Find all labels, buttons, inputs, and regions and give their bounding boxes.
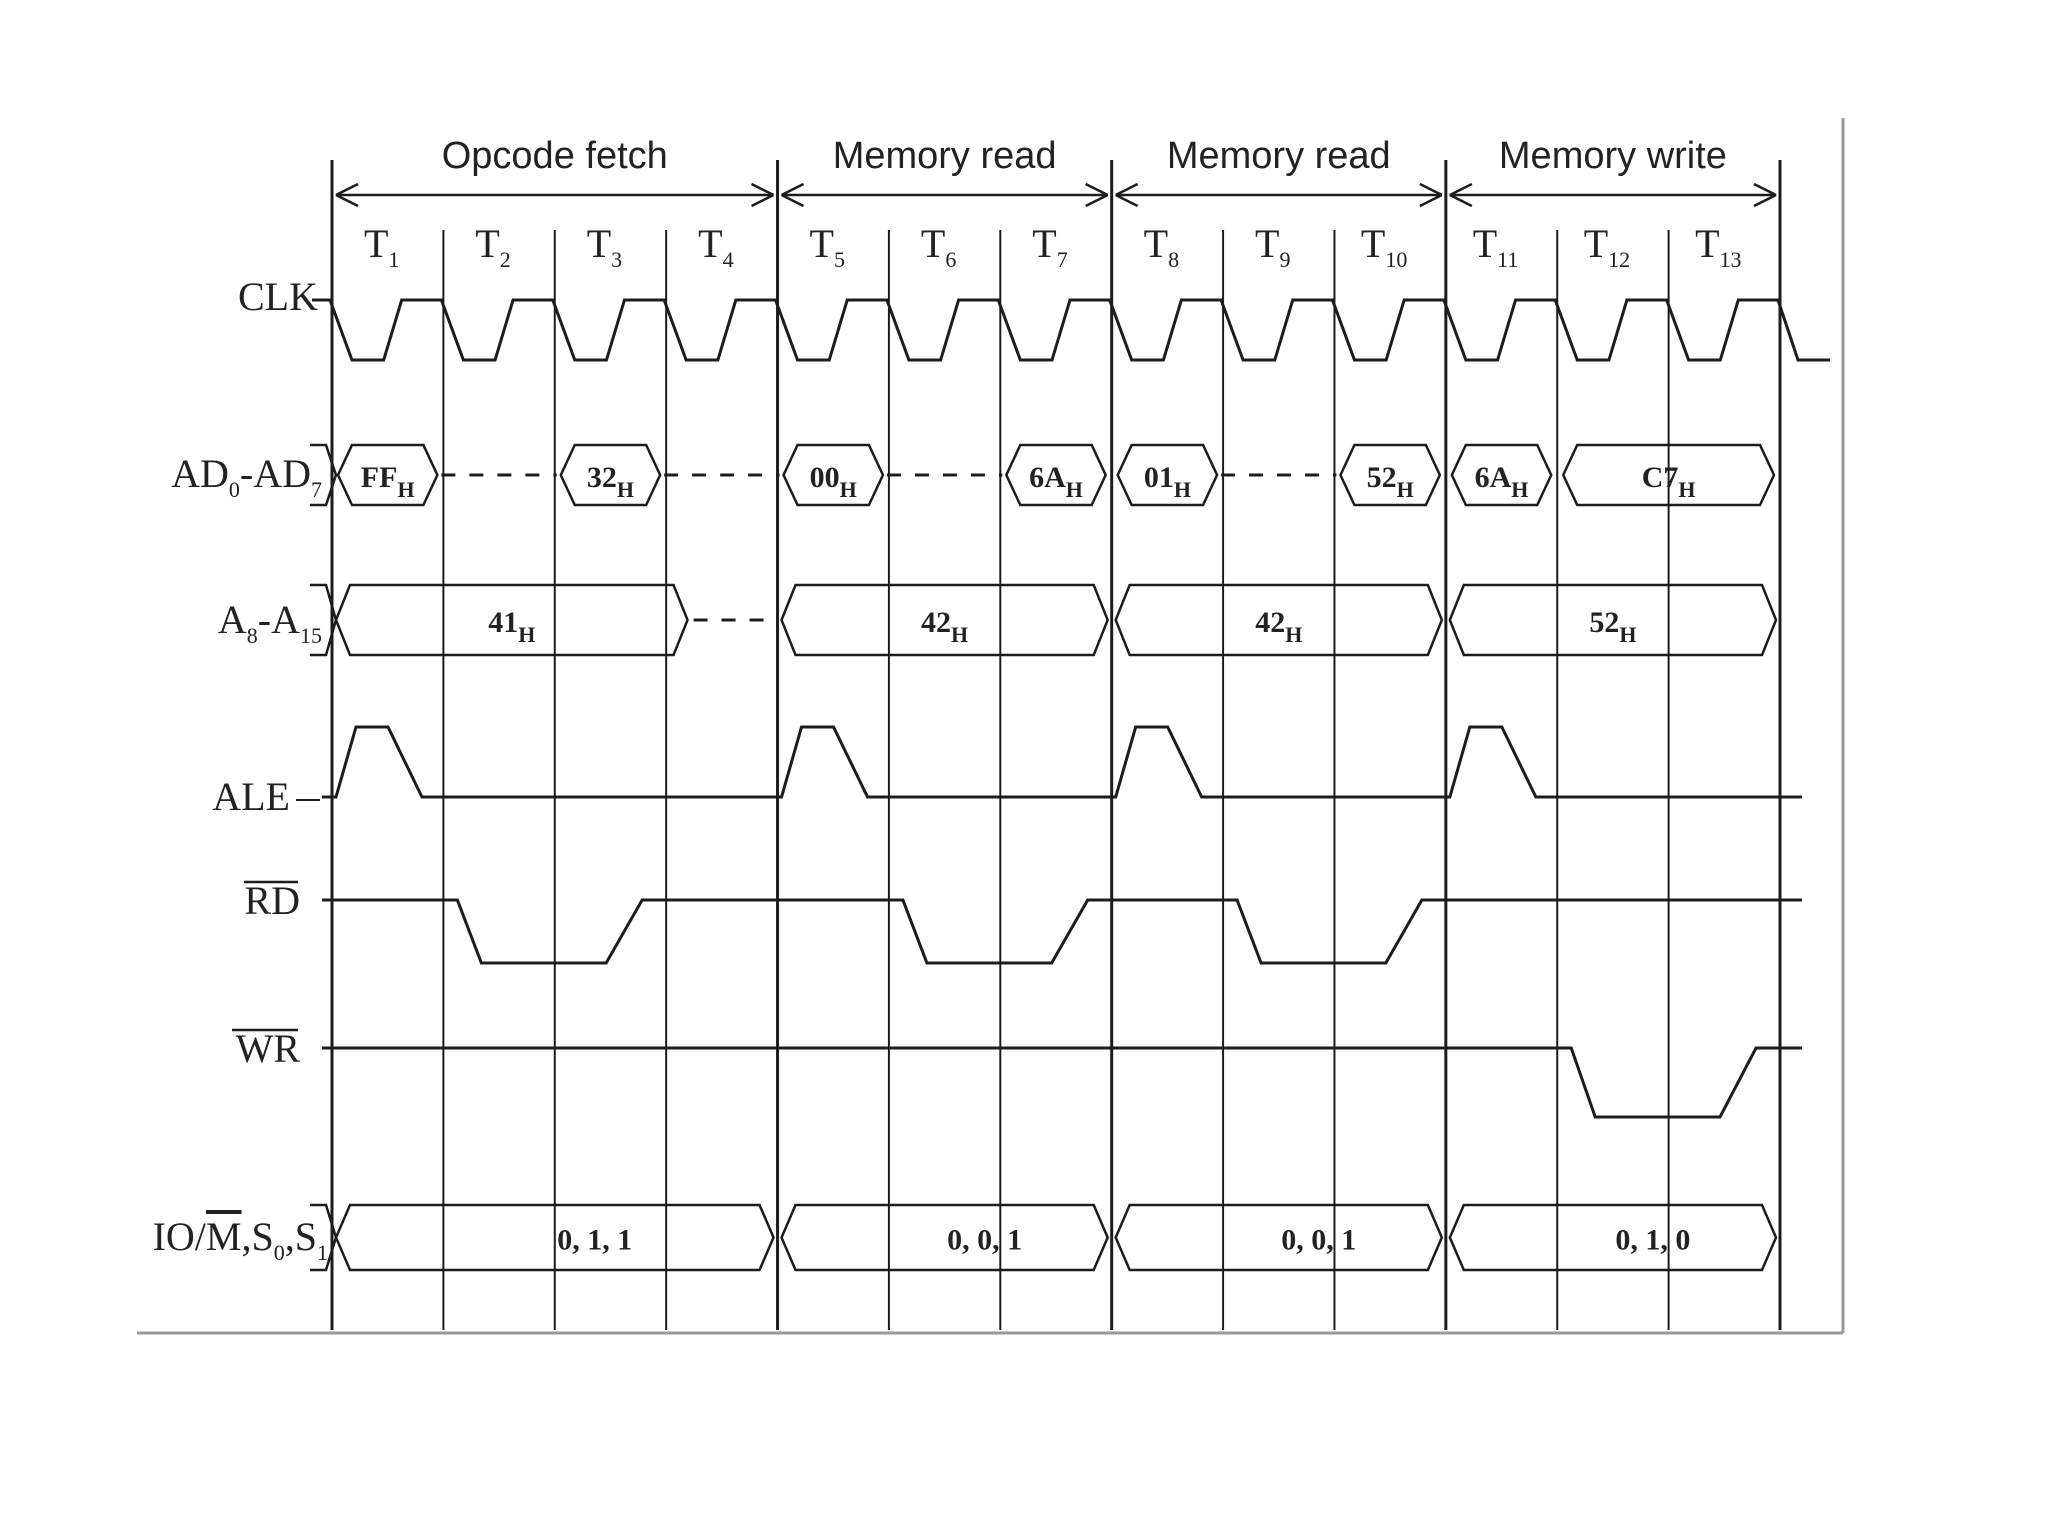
state-boundary-lines — [330, 160, 1782, 1330]
addr-high-bus-segment — [334, 583, 689, 657]
t-state-label: T11 — [1473, 221, 1519, 272]
ad-bus-segment — [1004, 443, 1108, 507]
machine-cycle-header: Memory write — [1449, 135, 1777, 208]
ad-bus-segment — [336, 443, 439, 507]
signal-label-ale: ALE — [212, 774, 290, 819]
t-state-label: T5 — [810, 221, 845, 272]
rd-waveform — [322, 898, 1802, 965]
machine-cycle-header: Memory read — [1115, 135, 1443, 208]
t-state-label: T1 — [364, 221, 399, 272]
signal-label-clk: CLK — [238, 274, 318, 319]
arrow-head-right — [1753, 182, 1777, 208]
machine-cycle-label: Memory read — [1167, 135, 1391, 177]
ad-bus-value: 6AH — [1029, 461, 1083, 502]
signal-label-ad: AD0-AD7 — [171, 451, 322, 502]
signal-label-status: IO/M,S0,S1 — [153, 1214, 328, 1265]
status-bus-value: 0, 1, 1 — [557, 1224, 632, 1257]
machine-cycle-label: Opcode fetch — [442, 135, 668, 177]
addr-high-bus-value: 42H — [921, 606, 968, 647]
t-state-labels: T1 T2 T3 T4 T5 T6 T7 T8 T9 T10 T11 T12 T13 — [364, 221, 1742, 272]
machine-cycle-header: Opcode fetch — [335, 135, 775, 208]
t-state-label: T4 — [698, 221, 733, 272]
t-state-label: T2 — [475, 221, 510, 272]
status-bus-value: 0, 0, 1 — [1281, 1224, 1356, 1257]
ad-bus-value: 52H — [1367, 461, 1414, 502]
status-bus-value: 0, 1, 0 — [1615, 1224, 1690, 1257]
arrow-head-left — [335, 182, 359, 208]
t-state-label: T8 — [1144, 221, 1179, 272]
clk-waveform — [312, 298, 1830, 362]
addr-high-bus-segment — [1114, 583, 1444, 657]
wr-waveform — [322, 1046, 1802, 1119]
addr-high-bus-segment — [1448, 583, 1778, 657]
ad-bus-segment — [559, 443, 662, 507]
ad-bus-segment — [1339, 443, 1442, 507]
diagram-frame — [137, 118, 1845, 1335]
t-state-label: T10 — [1361, 221, 1407, 272]
arrow-head-right — [1085, 182, 1109, 208]
arrow-head-left — [780, 182, 805, 208]
ale-waveform — [322, 725, 1802, 799]
machine-cycle-label: Memory read — [833, 135, 1057, 177]
signal-waveforms: FFH 32H 00H 6AH 01H 52H 6AH C7H 41H 42H 42H 52H 0, 1… — [310, 298, 1830, 1272]
signal-label-rd: RD — [244, 878, 300, 923]
addr-high-bus-segment — [780, 583, 1110, 657]
ad-bus-value: 01H — [1144, 461, 1191, 502]
signal-label-addr-high: A8-A15 — [218, 597, 322, 648]
ad-bus-segment — [1116, 443, 1219, 507]
ad-bus-entry — [310, 443, 338, 507]
machine-cycle-label: Memory write — [1499, 135, 1727, 177]
status-bus-segment — [1448, 1203, 1778, 1272]
status-bus-segment — [780, 1203, 1110, 1272]
ad-bus-value: 32H — [587, 461, 634, 502]
t-state-label: T9 — [1255, 221, 1290, 272]
arrow-head-right — [750, 182, 775, 208]
machine-cycle-header: Memory read — [780, 135, 1109, 208]
arrow-head-right — [1419, 182, 1443, 208]
t-state-label: T3 — [587, 221, 622, 272]
t-state-label: T13 — [1695, 221, 1741, 272]
arrow-head-left — [1115, 182, 1139, 208]
ad-bus-value: 00H — [810, 461, 857, 502]
signal-label-wr: WR — [236, 1026, 301, 1071]
addr-high-bus-value: 42H — [1255, 606, 1302, 647]
ad-bus-segment — [1561, 443, 1776, 507]
status-bus-segment — [1114, 1203, 1444, 1272]
ad-bus-value: C7H — [1642, 461, 1696, 502]
t-state-label: T12 — [1584, 221, 1630, 272]
ad-bus-segment — [782, 443, 885, 507]
status-bus-segment — [334, 1203, 775, 1272]
t-state-label: T7 — [1032, 221, 1067, 272]
ad-bus-segment — [1450, 443, 1553, 507]
ad-bus-value: 6AH — [1475, 461, 1529, 502]
addr-high-bus-value: 41H — [488, 606, 535, 647]
t-state-label: T6 — [921, 221, 956, 272]
status-bus-value: 0, 0, 1 — [947, 1224, 1022, 1257]
arrow-head-left — [1449, 182, 1473, 208]
addr-high-bus-value: 52H — [1589, 606, 1636, 647]
machine-cycle-headers: Opcode fetch Memory read Memory read Memory… — [335, 135, 1777, 208]
ad-bus-value: FFH — [361, 461, 415, 502]
